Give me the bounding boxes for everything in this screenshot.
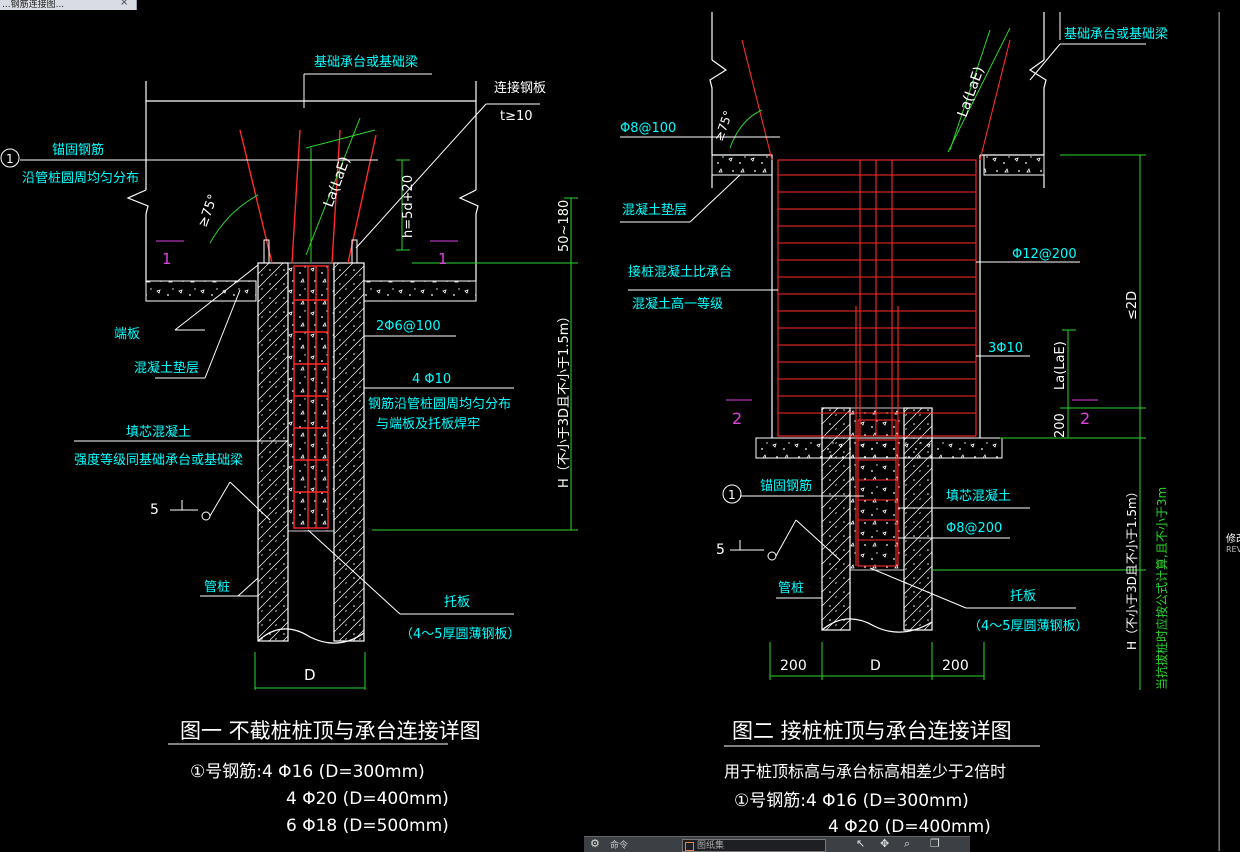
document-tab-label: ...钢筋连接图... bbox=[2, 0, 65, 10]
pile-cap-outline-2 bbox=[709, 12, 1047, 438]
fig2-dim-200-left: 200 bbox=[780, 658, 807, 674]
zoom-icon[interactable]: ⌕ bbox=[904, 837, 911, 850]
fig2-fill-length: H（不小于3D且不小于1.5m） bbox=[1125, 485, 1139, 650]
color-swatch-icon bbox=[685, 842, 694, 851]
pile-wall-left-2 bbox=[821, 407, 851, 631]
fig1-diameter: D bbox=[304, 666, 316, 684]
fig2-pipe-pile: 管桩 bbox=[778, 581, 804, 596]
tab-bar: ...钢筋连接图... × bbox=[0, 0, 1240, 10]
pile-wall-left-1 bbox=[257, 262, 289, 642]
fig1-long-bars-note1: 钢筋沿管桩圆周均匀分布 bbox=[368, 396, 511, 412]
fig1-fill-length: H（不小于3D且不小于1.5m） bbox=[557, 310, 572, 488]
copy-icon[interactable]: ❐ bbox=[930, 837, 940, 850]
fig2-diameter: D bbox=[870, 658, 881, 674]
title-block-label-1: 修改 bbox=[1226, 534, 1240, 545]
fig2-bars-3: 3Φ10 bbox=[988, 341, 1023, 356]
fig2-title: 图二 接桩桩顶与承台连接详图 bbox=[732, 719, 1012, 743]
fig2-support-plate: 托板 bbox=[1010, 589, 1036, 604]
command-label: 命令 bbox=[610, 841, 629, 851]
fig1-rebar-line2: 4 Φ20 (D=400mm) bbox=[286, 789, 449, 809]
fig2-anchor-bar-title: 锚固钢筋 bbox=[760, 478, 812, 494]
fig1-weld-length: h=5d+20 bbox=[401, 175, 416, 238]
fig1-support-plate-note: （4～5厚圆薄钢板） bbox=[400, 627, 521, 642]
settings-icon[interactable]: ⚙ bbox=[590, 837, 600, 850]
fig1-connection-plate: 连接钢板 bbox=[494, 80, 546, 96]
leaders-2 bbox=[620, 136, 1080, 609]
fig2-anchor-length: La(LaE) bbox=[955, 65, 988, 120]
fig2-rebar-line2: 4 Φ20 (D=400mm) bbox=[828, 817, 991, 837]
fig2-anchor-circle-no: 1 bbox=[728, 488, 736, 502]
fig2-anchor-length2: La(LaE) bbox=[1053, 341, 1068, 390]
fig1-anchor-bar-note: 沿管桩圆周均匀分布 bbox=[22, 171, 139, 186]
fig1-title: 图一 不截桩桩顶与承台连接详图 bbox=[180, 719, 481, 743]
fig1-symbol-5: 5 bbox=[150, 502, 159, 518]
fig2-concrete-note2: 混凝土高一等级 bbox=[632, 296, 723, 312]
fig2-fill-length-note: 当抗拔桩时应按公式计算,且不小于3m bbox=[1154, 487, 1169, 690]
fig2-stirrup-12: Φ12@200 bbox=[1012, 247, 1077, 262]
pointer-icon[interactable]: ↖ bbox=[856, 837, 866, 850]
command-input-text: 图纸集 bbox=[697, 841, 725, 851]
fig1-plate-thickness: t≥10 bbox=[500, 109, 533, 124]
fig2-dim-2d: ≤2D bbox=[1125, 291, 1140, 320]
fig1-long-bars-note2: 与端板及托板焊牢 bbox=[376, 416, 480, 432]
fill-concrete-core-1 bbox=[287, 262, 335, 532]
fig1-rebar-line3: 6 Φ18 (D=500mm) bbox=[286, 816, 449, 836]
fig1-top-label: 基础承台或基础梁 bbox=[314, 55, 418, 70]
fig1-cushion: 混凝土垫层 bbox=[134, 360, 199, 376]
fig2-angle-label: ≥75° bbox=[712, 109, 736, 143]
fig1-support-plate: 托板 bbox=[444, 595, 470, 610]
dimension-lines-1 bbox=[209, 117, 578, 690]
title-block-label-2: REV bbox=[1226, 545, 1240, 554]
figure-2-drawing: 基础承台或基础梁 Φ8@100 ≥75° La(LaE) 混凝土垫层 接桩混凝土… bbox=[620, 12, 1169, 837]
dimension-lines-2 bbox=[729, 27, 1146, 690]
document-tab[interactable]: ...钢筋连接图... × bbox=[0, 0, 137, 10]
fig2-symbol-5: 5 bbox=[716, 542, 725, 558]
fig1-end-plate: 端板 bbox=[114, 327, 140, 342]
fill-concrete-core-2 bbox=[849, 407, 905, 571]
fig1-pipe-pile: 管桩 bbox=[204, 580, 230, 595]
fig1-section-mark-left: 1 bbox=[162, 250, 172, 268]
fig2-subtitle: 用于桩顶标高与承台标高相差少于2倍时 bbox=[724, 762, 1006, 781]
pan-icon[interactable]: ✥ bbox=[880, 837, 890, 850]
title-block-panel: 修改 REV bbox=[1219, 12, 1240, 851]
rebar-cage-2 bbox=[741, 39, 1011, 567]
fig2-stirrup-8: Φ8@200 bbox=[946, 521, 1002, 536]
fig2-top-label: 基础承台或基础梁 bbox=[1064, 27, 1168, 42]
close-icon[interactable]: × bbox=[120, 0, 129, 8]
cushion-left-1 bbox=[145, 280, 257, 302]
fig1-long-bars: 4 Φ10 bbox=[412, 372, 451, 387]
command-input[interactable]: 图纸集 bbox=[682, 839, 826, 852]
fig2-rebar-line1: ①号钢筋:4 Φ16 (D=300mm) bbox=[734, 791, 969, 811]
fig1-anchor-bar-title: 锚固钢筋 bbox=[52, 142, 104, 158]
fig2-dim-200-right: 200 bbox=[942, 658, 969, 674]
fig1-stirrup: 2Φ6@100 bbox=[376, 319, 441, 334]
cushion-right-1 bbox=[363, 280, 477, 302]
leaders-1 bbox=[20, 103, 540, 615]
fig1-rebar-line1: ①号钢筋:4 Φ16 (D=300mm) bbox=[190, 762, 425, 782]
pile-wall-right-2 bbox=[903, 407, 933, 631]
fig2-cushion: 混凝土垫层 bbox=[622, 202, 687, 218]
fig2-concrete-note1: 接桩混凝土比承台 bbox=[628, 264, 732, 280]
fig2-fill-concrete: 填芯混凝土 bbox=[946, 488, 1011, 504]
fig2-section-mark-left: 2 bbox=[732, 409, 742, 428]
figure-1-drawing: 基础承台或基础梁 连接钢板 t≥10 锚固钢筋 沿管桩圆周均匀分布 1 ≥75°… bbox=[0, 55, 578, 836]
pile-cap-outline-1 bbox=[126, 81, 479, 281]
fig1-fill-concrete-note: 强度等级同基础承台或基础梁 bbox=[74, 452, 243, 468]
fig1-section-mark-right: 1 bbox=[438, 250, 448, 268]
fig1-anchor-length: La(LaE) bbox=[321, 155, 354, 210]
fig1-anchor-circle-no: 1 bbox=[6, 152, 14, 166]
fig2-support-plate-note: （4～5厚圆薄钢板） bbox=[968, 619, 1089, 634]
fig2-dim-200-v: 200 bbox=[1053, 413, 1068, 438]
pile-wall-right-1 bbox=[333, 262, 365, 642]
fig1-fill-concrete: 填芯混凝土 bbox=[126, 424, 191, 440]
fig2-section-mark-right: 2 bbox=[1080, 409, 1090, 428]
fig1-embed-depth: 50~180 bbox=[557, 200, 572, 252]
command-bar: ⚙ 命令 图纸集 ↖ ✥ ⌕ ❐ bbox=[584, 836, 970, 852]
fig1-angle-label: ≥75° bbox=[196, 192, 222, 229]
fig2-top-stirrup: Φ8@100 bbox=[620, 121, 676, 136]
